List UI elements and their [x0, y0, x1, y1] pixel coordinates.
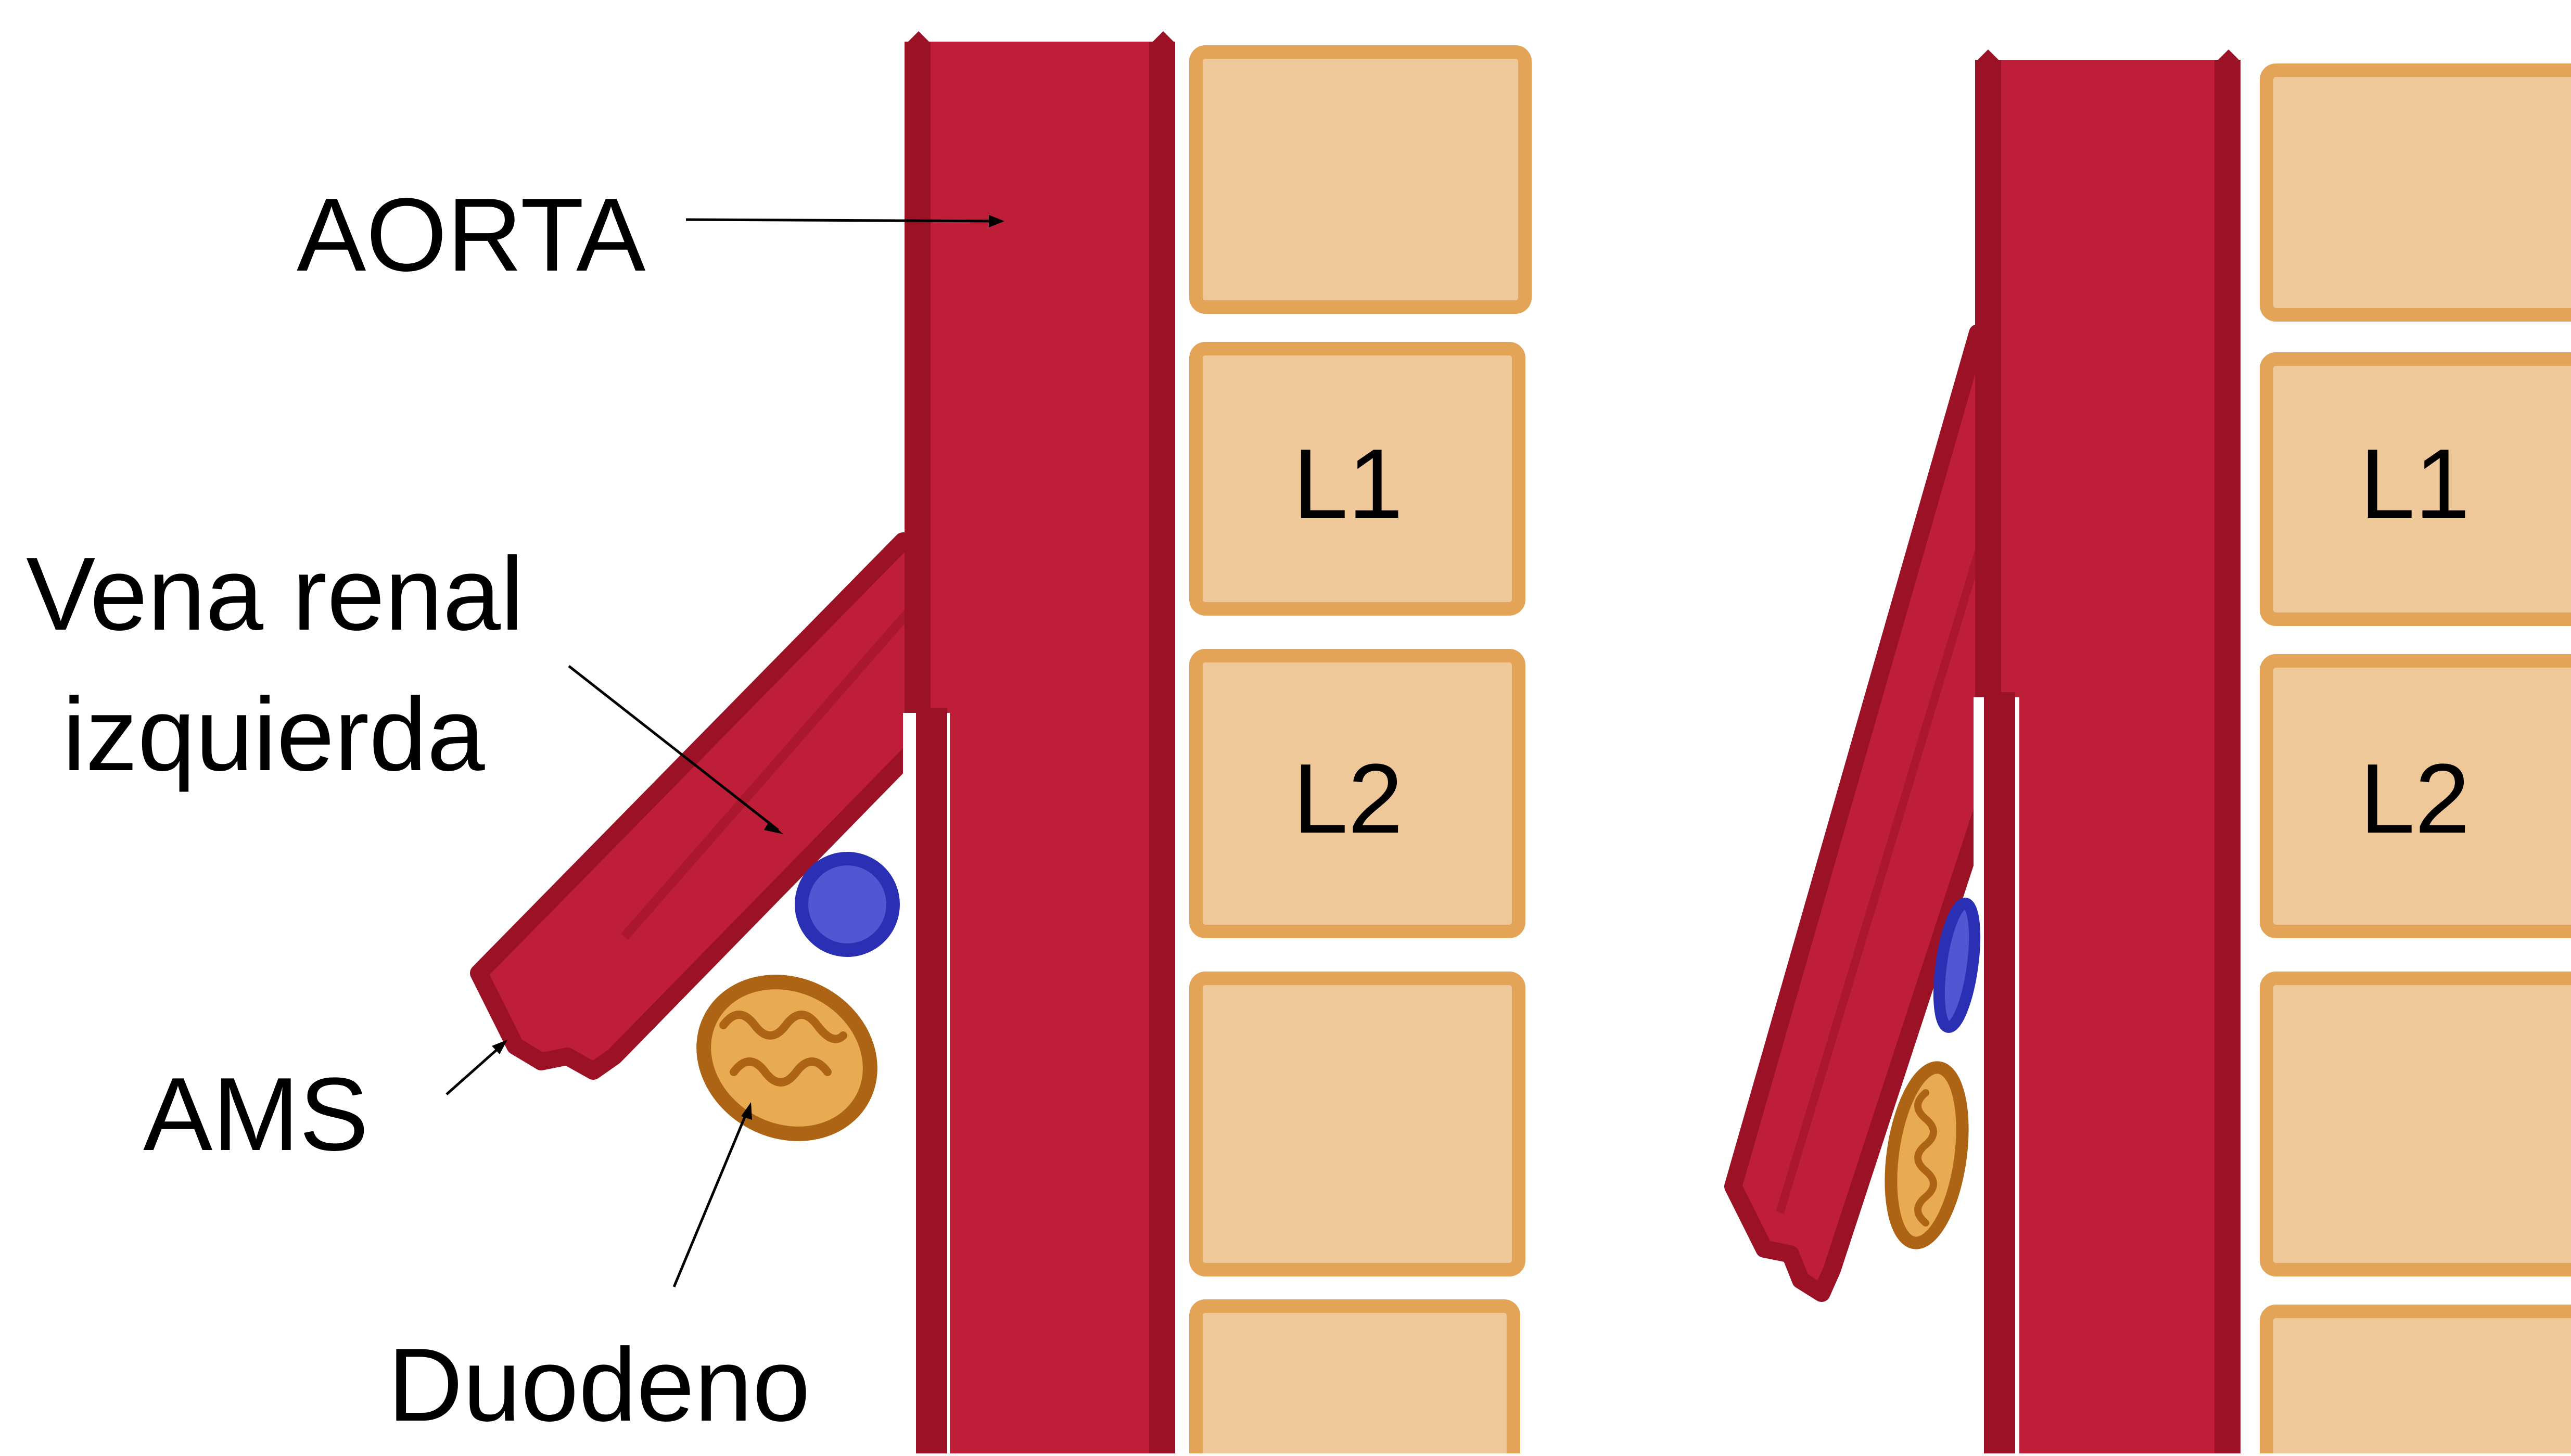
vertebra-label: L1 [2360, 429, 2470, 539]
vertebra-l3 [1196, 978, 1519, 1270]
left-panel: L1 L2 AORTA Vena renal [26, 31, 1525, 1453]
ams-label: AMS [143, 1056, 368, 1172]
left-renal-vein [801, 859, 893, 950]
vena-renal-label-line2: izquierda [62, 676, 485, 793]
vertebra-l3 [2267, 978, 2571, 1270]
left-aorta [903, 31, 1175, 1453]
aorta-label: AORTA [297, 177, 646, 293]
vertebra-l4 [2267, 1311, 2571, 1453]
duodeno-label: Duodeno [388, 1327, 810, 1443]
left-ams-artery [479, 541, 950, 1071]
ams-arrow [447, 1045, 502, 1094]
vertebra-label: L1 [1293, 429, 1403, 539]
right-panel: L1 L2 [1733, 49, 2571, 1453]
vertebra-label: L2 [2360, 744, 2470, 854]
vertebra-t12 [2267, 70, 2571, 315]
vertebra-l4 [1196, 1306, 1513, 1453]
aorta-arrow [686, 220, 999, 221]
vertebra-t12 [1196, 52, 1525, 307]
vertebra-label: L2 [1293, 744, 1403, 854]
left-duodenum [677, 953, 897, 1163]
right-aorta [1974, 49, 2241, 1453]
right-vertebral-column: L1 L2 [2267, 70, 2571, 1453]
vena-renal-label-line1: Vena renal [26, 536, 524, 652]
left-vertebral-column: L1 L2 [1196, 52, 1525, 1453]
duodeno-arrow [674, 1108, 748, 1287]
